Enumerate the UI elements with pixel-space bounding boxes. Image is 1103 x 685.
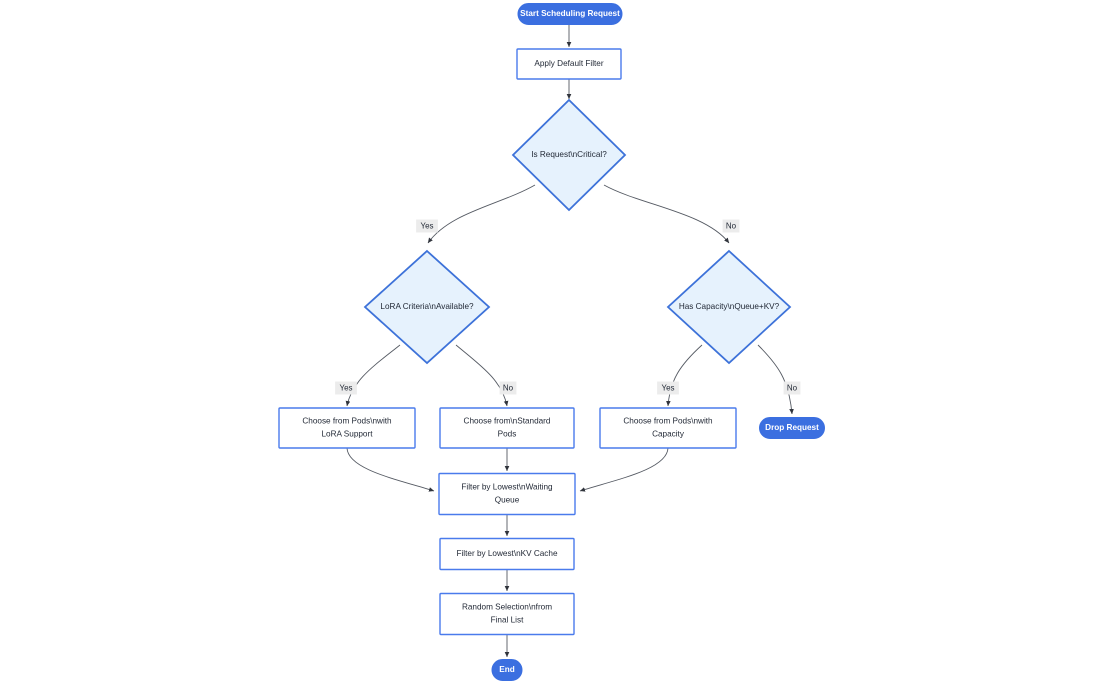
process-box [516, 48, 622, 80]
node-filter-lowest-kv-cache[interactable]: Filter by Lowest\nKV Cache [439, 537, 575, 571]
process-box [438, 472, 576, 516]
edge-label-yes-lora-criteria-available: Yes [335, 381, 357, 395]
edge-label-chip [722, 219, 740, 233]
process-box [439, 407, 575, 449]
node-label: Queue [495, 496, 520, 505]
edge-has-capacity-queue-kv-to-choose-pods-capacity [666, 344, 703, 407]
edge-label-no-lora-criteria-available: No [499, 381, 517, 395]
node-label: Final List [491, 616, 524, 625]
node-start[interactable]: Start Scheduling Request [517, 3, 623, 25]
edge-label-no-is-request-critical: No [722, 219, 740, 233]
edge-is-request-critical-to-lora-criteria-available [427, 184, 536, 244]
process-box [439, 537, 575, 571]
node-label: End [499, 665, 514, 674]
terminal-pill [759, 417, 825, 439]
edge-choose-pods-capacity-to-filter-lowest-waiting-queue [579, 447, 669, 492]
decision-diamond [511, 98, 627, 212]
node-label: Is Request\nCritical? [531, 150, 607, 159]
process-box [439, 592, 575, 636]
node-label: Pods [498, 430, 517, 439]
edges-layer [345, 25, 794, 658]
node-has-capacity-queue-kv[interactable]: Has Capacity\nQueue+KV? [666, 249, 792, 365]
node-label: Start Scheduling Request [520, 9, 620, 18]
edge-label-chip [416, 219, 438, 233]
node-apply-default-filter[interactable]: Apply Default Filter [516, 48, 622, 80]
decision-diamond [363, 249, 491, 365]
node-label: Filter by Lowest\nWaiting [461, 483, 553, 492]
node-label: LoRA Criteria\nAvailable? [380, 302, 474, 311]
edge-label-yes-has-capacity-queue-kv: Yes [657, 381, 679, 395]
edge-label-yes-is-request-critical: Yes [416, 219, 438, 233]
process-box [599, 407, 737, 449]
edge-label-text: No [503, 384, 514, 393]
edge-has-capacity-queue-kv-to-drop-request [757, 344, 794, 415]
node-label: Has Capacity\nQueue+KV? [679, 302, 780, 311]
node-end[interactable]: End [491, 659, 523, 681]
node-label: Drop Request [765, 423, 819, 432]
edge-label-chip [783, 381, 801, 395]
edge-label-text: Yes [420, 222, 433, 231]
process-box [278, 407, 416, 449]
edge-label-no-has-capacity-queue-kv: No [783, 381, 801, 395]
node-drop-request[interactable]: Drop Request [759, 417, 825, 439]
edge-is-request-critical-to-has-capacity-queue-kv [603, 184, 730, 244]
edge-choose-pods-lora-support-to-filter-lowest-waiting-queue [346, 447, 435, 492]
node-is-request-critical[interactable]: Is Request\nCritical? [511, 98, 627, 212]
edge-label-text: Yes [661, 384, 674, 393]
node-label: Choose from Pods\nwith [623, 417, 713, 426]
node-lora-criteria-available[interactable]: LoRA Criteria\nAvailable? [363, 249, 491, 365]
node-label: Choose from\nStandard [464, 417, 551, 426]
edge-lora-criteria-available-to-choose-pods-lora-support [345, 344, 401, 407]
edge-lora-criteria-available-to-choose-standard-pods [455, 344, 509, 407]
node-label: Apply Default Filter [534, 59, 603, 68]
edge-label-text: Yes [339, 384, 352, 393]
node-label: Capacity [652, 430, 685, 439]
terminal-pill [517, 3, 623, 25]
terminal-pill [491, 659, 523, 681]
node-label: Choose from Pods\nwith [302, 417, 392, 426]
node-label: Random Selection\nfrom [462, 603, 552, 612]
edge-label-chip [657, 381, 679, 395]
edge-label-chip [335, 381, 357, 395]
decision-diamond [666, 249, 792, 365]
edge-label-text: No [726, 222, 737, 231]
node-label: Filter by Lowest\nKV Cache [456, 549, 557, 558]
node-label: LoRA Support [322, 430, 374, 439]
edge-label-text: No [787, 384, 798, 393]
edge-label-chip [499, 381, 517, 395]
